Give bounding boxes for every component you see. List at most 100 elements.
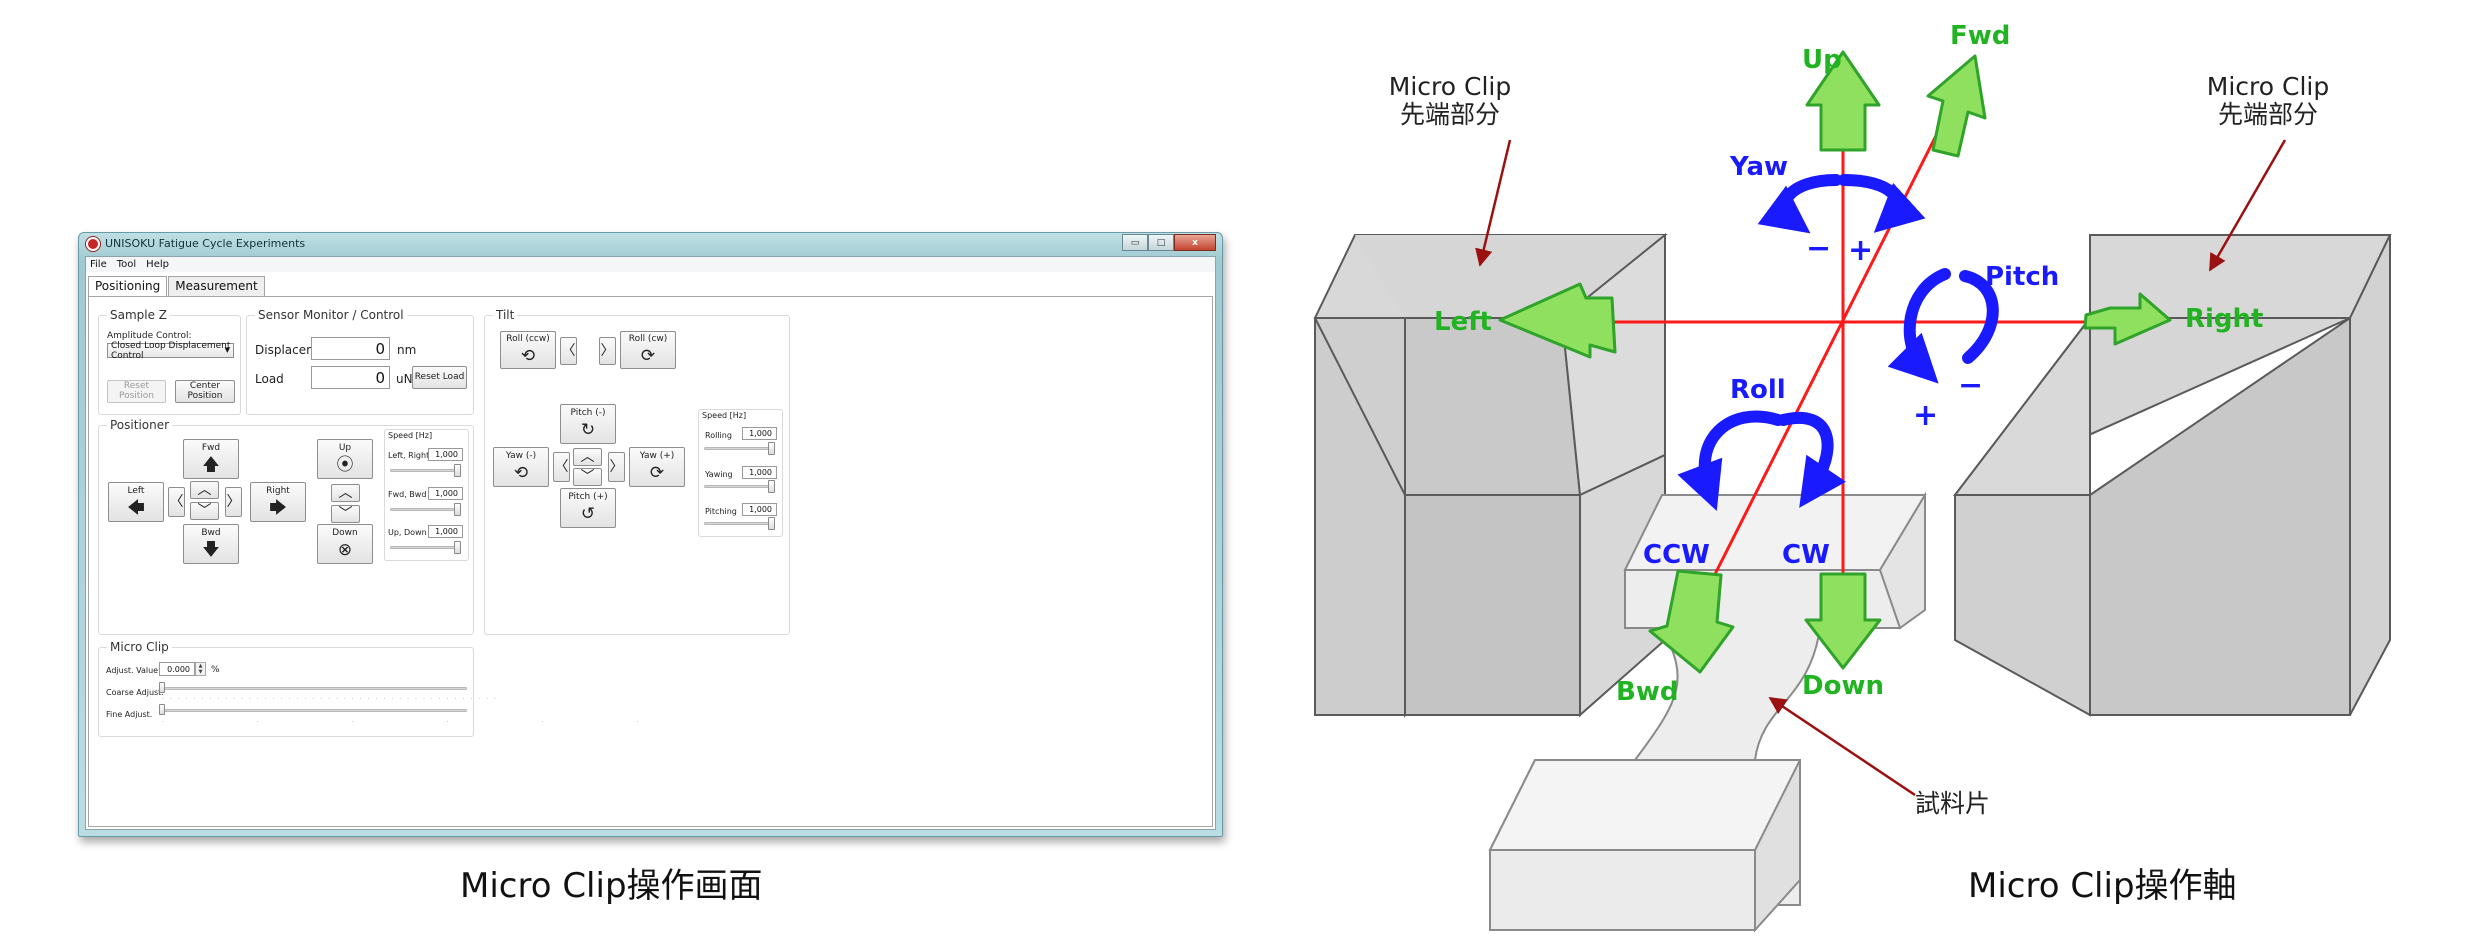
pitch-minus-button[interactable]: Pitch (-)↻ [560, 404, 616, 444]
yaw-step-right-button[interactable]: 〉 [608, 452, 625, 482]
yaw-minus-label: Yaw (-) [505, 451, 537, 462]
right-caption: Micro Clip操作軸 [1968, 866, 2237, 906]
chevron-left-icon: 〈 [169, 494, 184, 510]
rolling-slider[interactable] [704, 447, 775, 450]
pitching-thumb[interactable] [768, 517, 775, 530]
chevron-left-icon: 〈 [561, 343, 576, 359]
roll-step-left-button[interactable]: 〈 [560, 337, 577, 365]
pitch-step-down-button[interactable]: ﹀ [573, 468, 602, 486]
close-button[interactable]: x [1174, 234, 1216, 251]
up-label: Up [338, 443, 352, 454]
positioner-group: Positioner Fwd🡅 Bwd🡇 Left🡄 Right🡆 〈 〉 [98, 418, 474, 635]
tab-positioning[interactable]: Positioning [88, 276, 168, 298]
reset-load-button[interactable]: Reset Load [412, 366, 467, 389]
rotate-pitch-plus-icon: ↺ [580, 503, 596, 524]
right-button[interactable]: Right🡆 [250, 482, 306, 522]
adjust-value-spinner[interactable]: ▲▼ [195, 662, 206, 676]
pitching-field[interactable]: 1,000 [742, 503, 777, 516]
chevron-right-icon: 〉 [226, 494, 241, 510]
right-label: Right [266, 486, 290, 497]
chevron-up-icon: ︿ [580, 449, 595, 465]
spin-down-icon: ▼ [198, 669, 203, 675]
step-up-button[interactable]: ︿ [331, 484, 360, 502]
roll-step-right-button[interactable]: 〉 [599, 337, 616, 365]
speed-up-down-thumb[interactable] [454, 541, 461, 554]
sample-z-group: Sample Z Amplitude Control: Closed Loop … [98, 308, 241, 415]
right-tip-label-line2: 先端部分 [2218, 100, 2318, 129]
speed-left-right-thumb[interactable] [454, 464, 461, 477]
tab-measurement[interactable]: Measurement [168, 276, 265, 298]
pitch-plus-button[interactable]: Pitch (+)↺ [560, 488, 616, 528]
roll-ccw-icon [1677, 410, 1784, 511]
rolling-field[interactable]: 1,000 [742, 427, 777, 440]
yaw-minus-button[interactable]: Yaw (-)⟲ [493, 447, 549, 487]
specimen-piece [1488, 491, 1927, 933]
menu-help[interactable]: Help [146, 259, 169, 270]
step-right-button[interactable]: 〉 [225, 487, 242, 517]
fine-adjust-slider[interactable] [162, 709, 467, 712]
pitch-step-up-button[interactable]: ︿ [573, 448, 602, 466]
rotate-pitch-minus-icon: ↻ [580, 419, 596, 440]
adjust-value-field[interactable]: 0.000 [159, 662, 195, 676]
yawing-slider[interactable] [704, 485, 775, 488]
reset-position-button[interactable]: Reset Position [107, 380, 166, 403]
step-bwd-button[interactable]: ﹀ [190, 502, 219, 520]
speed-left-right-label: Left, Right [388, 451, 430, 460]
down-button[interactable]: Down⊗ [317, 524, 373, 564]
yawing-thumb[interactable] [768, 480, 775, 493]
chevron-down-icon: ▼ [224, 346, 230, 354]
speed-up-down-field[interactable]: 1,000 [428, 525, 463, 538]
roll-label: Roll [1730, 375, 1786, 405]
up-button[interactable]: Up⦿ [317, 439, 373, 479]
speed-fwd-bwd-thumb[interactable] [454, 503, 461, 516]
callout-pointers [1475, 139, 2287, 797]
roll-ccw-button[interactable]: Roll (ccw)⟲ [500, 331, 556, 369]
rolling-thumb[interactable] [768, 442, 775, 455]
speed-fwd-bwd-field[interactable]: 1,000 [428, 487, 463, 500]
speed-left-right-field[interactable]: 1,000 [428, 448, 463, 461]
roll-cw-icon [1777, 411, 1847, 508]
minimize-button[interactable]: ▭ [1122, 234, 1148, 251]
yawing-field[interactable]: 1,000 [742, 466, 777, 479]
fine-adjust-thumb[interactable] [159, 704, 165, 715]
roll-cw-button[interactable]: Roll (cw)⟳ [620, 331, 676, 369]
tilt-speed-title: Speed [Hz] [702, 411, 747, 420]
left-button[interactable]: Left🡄 [108, 482, 164, 522]
pitching-slider[interactable] [704, 522, 775, 525]
down-arrow-icon [1804, 572, 1882, 670]
bwd-label: Bwd [1616, 677, 1678, 707]
speed-up-down-slider[interactable] [390, 546, 461, 549]
down-label: Down [332, 528, 358, 539]
speed-left-right-slider[interactable] [390, 469, 461, 472]
coarse-adjust-label: Coarse Adjust. [106, 688, 164, 697]
displacement-field[interactable]: 0 [311, 337, 390, 360]
left-tip-label-line2: 先端部分 [1400, 100, 1500, 129]
step-down-button[interactable]: ﹀ [331, 505, 360, 523]
client-area: File Tool Help Positioning Measurement S… [85, 256, 1216, 830]
amplitude-label: Amplitude Control: [107, 331, 192, 341]
adjust-value-unit: % [211, 665, 220, 675]
roll-ccw-label: Roll (ccw) [506, 334, 550, 345]
center-position-button[interactable]: Center Position [175, 380, 235, 403]
menu-tool[interactable]: Tool [116, 259, 137, 270]
step-left-button[interactable]: 〈 [168, 487, 185, 517]
menu-file[interactable]: File [90, 259, 107, 270]
micro-clip-group: Micro Clip Adjust. Value 0.000 ▲▼ % Coar… [98, 640, 638, 737]
up-label: Up [1802, 45, 1842, 75]
chevron-right-icon: 〉 [600, 343, 615, 359]
menu-bar: File Tool Help [86, 257, 1215, 272]
bwd-button[interactable]: Bwd🡇 [183, 524, 239, 564]
fwd-button[interactable]: Fwd🡅 [183, 439, 239, 479]
yaw-step-left-button[interactable]: 〈 [553, 452, 570, 482]
load-field[interactable]: 0 [311, 366, 390, 389]
speed-fwd-bwd-slider[interactable] [390, 508, 461, 511]
coarse-adjust-thumb[interactable] [159, 682, 165, 693]
amplitude-select-value: Closed Loop Displacement Control [111, 340, 231, 361]
amplitude-select[interactable]: Closed Loop Displacement Control ▼ [107, 340, 234, 361]
title-bar[interactable]: UNISOKU Fatigue Cycle Experiments ▭ □ x [79, 233, 1222, 255]
maximize-button[interactable]: □ [1148, 234, 1174, 251]
yaw-plus-button[interactable]: Yaw (+)⟳ [629, 447, 685, 487]
step-fwd-button[interactable]: ︿ [190, 481, 219, 499]
coarse-adjust-slider[interactable] [162, 687, 467, 690]
pitch-minus-sign: − [1958, 368, 1983, 403]
